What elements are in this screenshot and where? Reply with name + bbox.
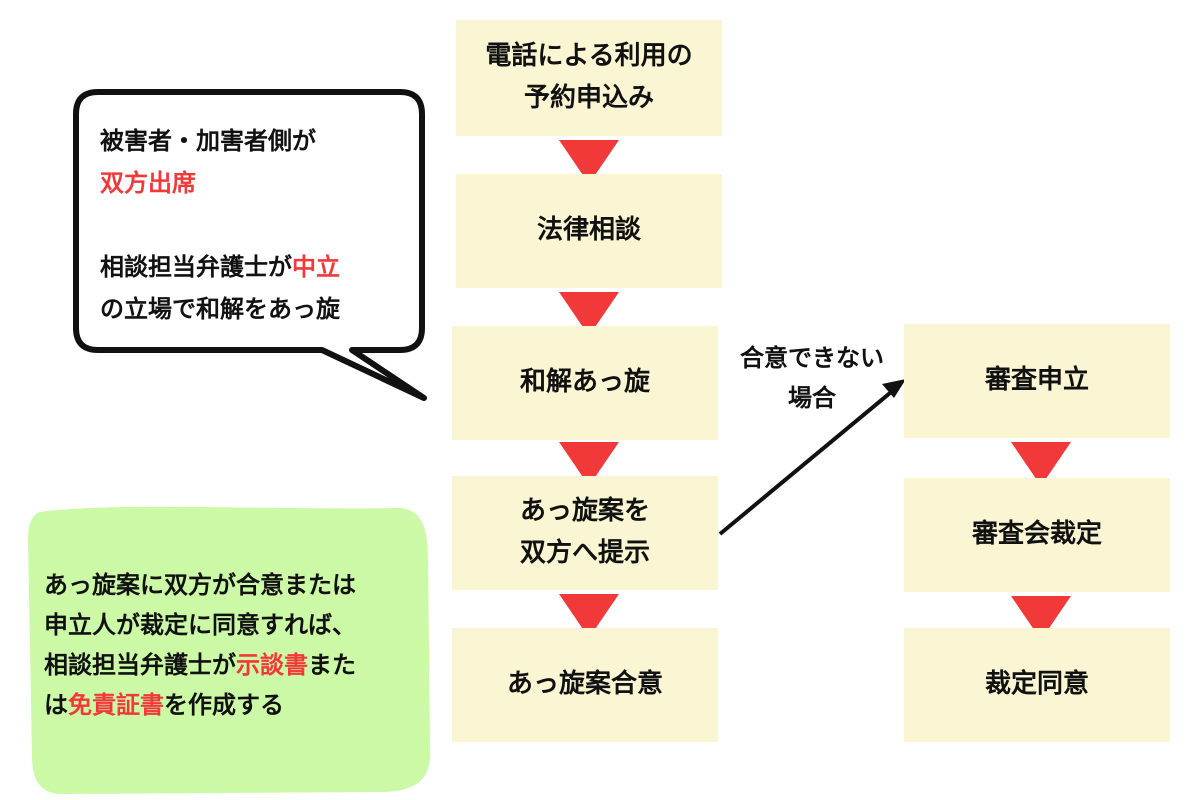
step-reservation-line2: 予約申込み	[523, 83, 654, 113]
branch-label-line2: 場合	[788, 384, 836, 412]
step-review-application-label: 審査申立	[984, 365, 1089, 396]
bubble-line3: 相談担当弁護士が中立	[100, 246, 340, 288]
step-proposal: あっ旋案を 双方へ提示	[452, 476, 718, 590]
step-proposal-line2: 双方へ提示	[519, 538, 650, 568]
note-line4-post: を作成する	[164, 691, 284, 719]
branch-label-line1: 合意できない	[740, 344, 884, 372]
note-line3-post: また	[308, 651, 356, 679]
step-decision-consent-label: 裁定同意	[984, 669, 1089, 700]
note-text: あっ旋案に双方が合意または 申立人が裁定に同意すれば、 相談担当弁護士が示談書ま…	[44, 565, 356, 725]
step-reservation-line1: 電話による利用の	[485, 41, 693, 72]
step-decision-consent: 裁定同意	[904, 628, 1170, 742]
bubble-line3-text: 相談担当弁護士が	[100, 253, 292, 281]
step-legal-consultation-label: 法律相談	[536, 215, 641, 246]
note-line4: は免責証書を作成する	[44, 685, 356, 725]
bubble-line4: の立場で和解をあっ旋	[100, 295, 340, 323]
bubble-line3-highlight: 中立	[292, 253, 340, 281]
note-line1: あっ旋案に双方が合意または	[44, 571, 356, 599]
note-line3-highlight: 示談書	[236, 651, 308, 679]
note-line4-highlight: 免責証書	[68, 691, 164, 719]
step-review-application: 審査申立	[904, 324, 1170, 438]
step-review-decision: 審査会裁定	[904, 478, 1170, 592]
step-mediation-label: 和解あっ旋	[519, 367, 650, 398]
note-line4-pre: は	[44, 691, 68, 719]
note-line3-pre: 相談担当弁護士が	[44, 651, 236, 679]
bubble-text: 被害者・加害者側が 双方出席 相談担当弁護士が中立 の立場で和解をあっ旋	[100, 120, 340, 330]
bubble-spacer	[100, 204, 340, 246]
branch-arrow-line	[718, 386, 898, 536]
note-blob	[28, 506, 431, 794]
bubble-line2: 双方出席	[100, 169, 196, 197]
note-line2: 申立人が裁定に同意すれば、	[44, 611, 356, 639]
speech-bubble	[73, 89, 427, 401]
branch-arrow-head	[882, 379, 906, 398]
step-mediation: 和解あっ旋	[452, 326, 718, 440]
step-legal-consultation: 法律相談	[456, 174, 722, 288]
branch-label: 合意できない 場合	[712, 338, 912, 418]
step-reservation: 電話による利用の 予約申込み	[456, 20, 722, 136]
note-line3: 相談担当弁護士が示談書また	[44, 645, 356, 685]
bubble-line1: 被害者・加害者側が	[100, 127, 316, 155]
step-review-decision-label: 審査会裁定	[971, 519, 1102, 550]
step-proposal-line1: あっ旋案を	[519, 496, 650, 527]
step-agreement-label: あっ旋案合意	[506, 669, 663, 700]
step-agreement: あっ旋案合意	[452, 628, 718, 742]
